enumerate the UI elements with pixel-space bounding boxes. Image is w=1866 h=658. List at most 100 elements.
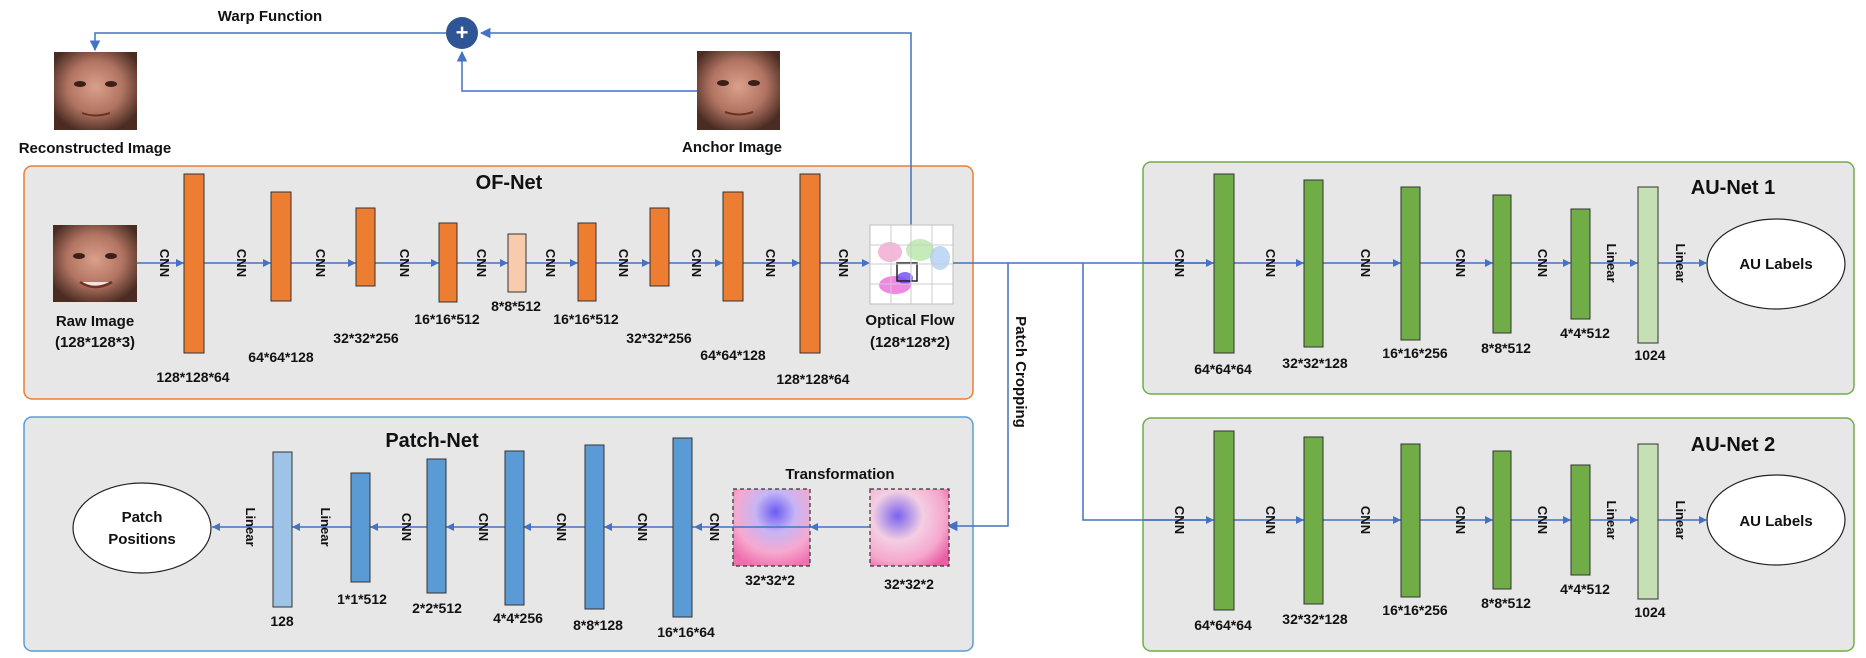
au1-op-label: Linear bbox=[1673, 243, 1688, 282]
au2-op-label: Linear bbox=[1673, 500, 1688, 539]
of-layer-7 bbox=[649, 207, 670, 287]
patch-arrowhead bbox=[370, 523, 378, 531]
au1-op-label: CNN bbox=[1358, 249, 1373, 277]
au2-dim-label: 8*8*512 bbox=[1481, 595, 1531, 611]
optical-flow-label: Optical Flow bbox=[865, 312, 955, 329]
patch-cropping-arrow bbox=[946, 263, 1009, 532]
patch-positions-label: Positions bbox=[108, 531, 176, 548]
au1-layer-2 bbox=[1303, 179, 1324, 348]
au2-layer-3 bbox=[1400, 443, 1421, 598]
anchor-to-plus-arrow bbox=[456, 50, 697, 92]
au-labels-node-1 bbox=[1706, 218, 1846, 310]
of-op-label: CNN bbox=[836, 249, 851, 277]
of-net-title: OF-Net bbox=[476, 172, 543, 194]
patch-layer-4 bbox=[426, 458, 447, 594]
patch-dim-label: 128 bbox=[270, 613, 294, 629]
au2-dim-label: 1024 bbox=[1634, 604, 1665, 620]
of-layer-4 bbox=[438, 222, 458, 303]
of-dim-label: 128*128*64 bbox=[156, 369, 229, 385]
reconstructed-image-label: Reconstructed Image bbox=[19, 140, 172, 157]
au-net-1-title: AU-Net 1 bbox=[1691, 177, 1775, 199]
au2-arrowhead bbox=[1296, 516, 1304, 524]
anchor-face-image bbox=[697, 51, 780, 130]
of-op-label: CNN bbox=[763, 249, 778, 277]
au1-layer-5 bbox=[1570, 208, 1591, 320]
au1-arrowhead bbox=[1630, 259, 1638, 267]
of-op-label: CNN bbox=[616, 249, 631, 277]
au2-op-label: CNN bbox=[1172, 506, 1187, 534]
raw-image-dims: (128*128*3) bbox=[55, 334, 135, 351]
of-layer-5 bbox=[507, 233, 527, 293]
patch-layer-2 bbox=[584, 444, 605, 610]
au2-layer-1 bbox=[1213, 430, 1235, 611]
of-arrowhead bbox=[263, 259, 271, 267]
au1-op-label: Linear bbox=[1604, 243, 1619, 282]
au2-dim-label: 32*32*128 bbox=[1282, 611, 1348, 627]
of-dim-label: 32*32*256 bbox=[333, 330, 399, 346]
plus-symbol: + bbox=[456, 20, 469, 45]
au2-arrowhead bbox=[1563, 516, 1571, 524]
of-dim-label: 8*8*512 bbox=[491, 298, 541, 314]
of-dim-label: 64*64*128 bbox=[248, 349, 314, 365]
patch-net-title: Patch-Net bbox=[385, 430, 479, 452]
reconstructed-face-image bbox=[54, 52, 137, 130]
optical-flow-dims: (128*128*2) bbox=[870, 334, 950, 351]
au-net-2-title: AU-Net 2 bbox=[1691, 434, 1775, 456]
au1-dim-label: 8*8*512 bbox=[1481, 340, 1531, 356]
patch-dim-label: 2*2*512 bbox=[412, 600, 462, 616]
of-op-label: CNN bbox=[313, 249, 328, 277]
au2-dim-label: 4*4*512 bbox=[1560, 581, 1610, 597]
au2-layer-5 bbox=[1570, 464, 1591, 576]
of-op-label: CNN bbox=[234, 249, 249, 277]
of-dim-label: 16*16*512 bbox=[414, 311, 480, 327]
au2-layer-4 bbox=[1492, 450, 1512, 590]
au2-op-label: CNN bbox=[1263, 506, 1278, 534]
of-arrowhead bbox=[862, 259, 870, 267]
au-labels-text-2: AU Labels bbox=[1739, 513, 1812, 530]
of-layer-1 bbox=[183, 173, 205, 354]
au2-dim-label: 16*16*256 bbox=[1382, 602, 1448, 618]
patch-dim-label: 4*4*256 bbox=[493, 610, 543, 626]
patch-op-label: CNN bbox=[707, 513, 722, 541]
of-op-label: CNN bbox=[397, 249, 412, 277]
of-dim-label: 128*128*64 bbox=[776, 371, 849, 387]
of-op-label: CNN bbox=[543, 249, 558, 277]
of-arrowhead bbox=[642, 259, 650, 267]
au2-dim-label: 64*64*64 bbox=[1194, 617, 1252, 633]
optical-flow-image bbox=[869, 224, 954, 305]
au1-layer-6 bbox=[1637, 186, 1659, 344]
patch-net-panel bbox=[23, 416, 974, 652]
au2-arrowhead bbox=[1699, 516, 1707, 524]
of-arrowhead bbox=[715, 259, 723, 267]
of-arrowhead bbox=[431, 259, 439, 267]
au1-layer-4 bbox=[1492, 194, 1512, 334]
au2-arrowhead bbox=[1206, 516, 1214, 524]
of-layer-8 bbox=[722, 191, 744, 302]
patch-arrowhead bbox=[810, 523, 818, 531]
of-layer-6 bbox=[577, 222, 597, 302]
patch-positions-node bbox=[72, 482, 212, 574]
transformation-label: Transformation bbox=[785, 466, 894, 483]
of-arrowhead bbox=[792, 259, 800, 267]
of-layer-2 bbox=[270, 191, 292, 302]
au2-op-label: Linear bbox=[1604, 500, 1619, 539]
of-layer-3 bbox=[355, 207, 376, 287]
au1-arrowhead bbox=[1296, 259, 1304, 267]
patch-op-label: CNN bbox=[635, 513, 650, 541]
au1-op-label: CNN bbox=[1535, 249, 1550, 277]
patch-op-label: CNN bbox=[554, 513, 569, 541]
au1-arrowhead bbox=[1563, 259, 1571, 267]
patch-arrowhead bbox=[446, 523, 454, 531]
of-net-panel bbox=[23, 165, 974, 400]
of-arrowhead bbox=[500, 259, 508, 267]
patch-dim-label: 32*32*2 bbox=[884, 576, 934, 592]
au2-arrowhead bbox=[1630, 516, 1638, 524]
patch-dim-label: 16*16*64 bbox=[657, 624, 715, 640]
patch-layer-6 bbox=[272, 451, 293, 608]
patch-dim-label: 32*32*2 bbox=[745, 572, 795, 588]
of-op-label: CNN bbox=[689, 249, 704, 277]
au1-dim-label: 1024 bbox=[1634, 347, 1665, 363]
au1-arrowhead bbox=[1206, 259, 1214, 267]
au1-arrowhead bbox=[1485, 259, 1493, 267]
